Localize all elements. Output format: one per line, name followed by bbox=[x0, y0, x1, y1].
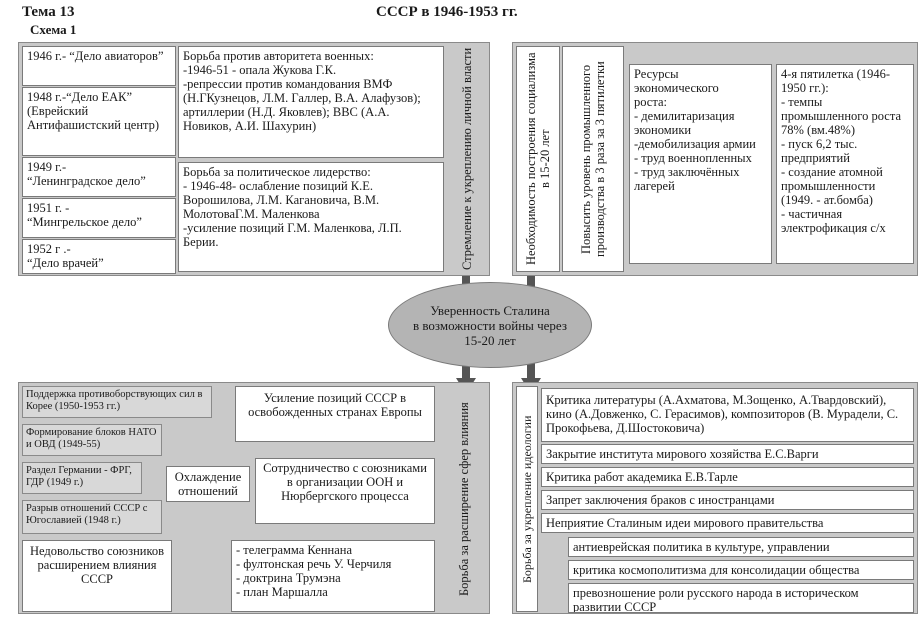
ideology-item-marriage-ban: Запрет заключения браков с иностранцами bbox=[541, 490, 914, 510]
case-eak: 1948 г.-“Дело ЕАК” (Еврейский Антифашист… bbox=[22, 87, 176, 156]
arrow-down-right-shaft bbox=[527, 362, 535, 380]
socialism-need-label: Необходимость построения социализма в 15… bbox=[516, 46, 560, 272]
stalin-war-belief: Уверенность Сталина в возможности войны … bbox=[388, 282, 592, 368]
allies-discontent: Недовольство союзников расширением влиян… bbox=[22, 540, 172, 612]
case-leningrad: 1949 г.- “Ленинградское дело” bbox=[22, 157, 176, 197]
arrow-up-right-shaft bbox=[527, 270, 535, 292]
ideology-item-cosmopolitanism: критика космополитизма для консолидации … bbox=[568, 560, 914, 580]
ideology-item-tarle: Критика работ академика Е.В.Тарле bbox=[541, 467, 914, 487]
cold-war-events: - телеграмма Кеннана - фултонская речь У… bbox=[231, 540, 435, 612]
ideology-item-antijewish: антиеврейская политика в культуре, управ… bbox=[568, 537, 914, 557]
callout-germany: Раздел Германии - ФРГ, ГДР (1949 г.) bbox=[22, 462, 142, 494]
ideology-item-russian-people: превозношение роли русского народа в ист… bbox=[568, 583, 914, 613]
military-struggle: Борьба против авторитета военных: -1946-… bbox=[178, 46, 444, 158]
political-leadership: Борьба за политическое лидерство: - 1946… bbox=[178, 162, 444, 272]
arrow-down-left-shaft bbox=[462, 362, 470, 380]
production-goal-label: Повысить уровень промышленного производс… bbox=[562, 46, 624, 272]
page-title: СССР в 1946-1953 гг. bbox=[376, 4, 518, 20]
scheme-label: Схема 1 bbox=[30, 22, 77, 37]
ussr-strengthening: Усиление позиций СССР в освобожденных ст… bbox=[235, 386, 435, 442]
cooling-relations: Охлаждение отношений bbox=[166, 466, 250, 502]
callout-nato: Формирование блоков НАТО и ОВД (1949-55) bbox=[22, 424, 162, 456]
ideology-label: Борьба за укрепление идеологии bbox=[516, 386, 538, 612]
callout-yugoslavia: Разрыв отношений СССР с Югославией (1948… bbox=[22, 500, 162, 534]
callout-korea: Поддержка противоборствующих сил в Корее… bbox=[22, 386, 212, 418]
ideology-item-literature: Критика литературы (А.Ахматова, М.Зощенк… bbox=[541, 388, 914, 442]
growth-resources: Ресурсы экономического роста: - демилита… bbox=[629, 64, 772, 264]
ideology-item-world-government: Неприятие Сталиным идеи мирового правите… bbox=[541, 513, 914, 533]
case-doctors: 1952 г .- “Дело врачей” bbox=[22, 239, 176, 274]
case-mingrelian: 1951 г. - “Мингрельское дело” bbox=[22, 198, 176, 238]
topic-label: Тема 13 bbox=[22, 4, 75, 20]
case-aviators: 1946 г.- “Дело авиаторов” bbox=[22, 46, 176, 86]
arrow-up-left-shaft bbox=[462, 270, 470, 292]
allies-cooperation: Сотрудничество с союзниками в организаци… bbox=[255, 458, 435, 524]
personal-power-label: Стремление к укреплению личной власти bbox=[460, 47, 474, 271]
ideology-item-varga: Закрытие института мирового хозяйства Е.… bbox=[541, 444, 914, 464]
fourth-five-year-plan: 4-я пятилетка (1946-1950 гг.): - темпы п… bbox=[776, 64, 914, 264]
influence-label: Борьба за расширение сфер влияния bbox=[457, 402, 471, 596]
